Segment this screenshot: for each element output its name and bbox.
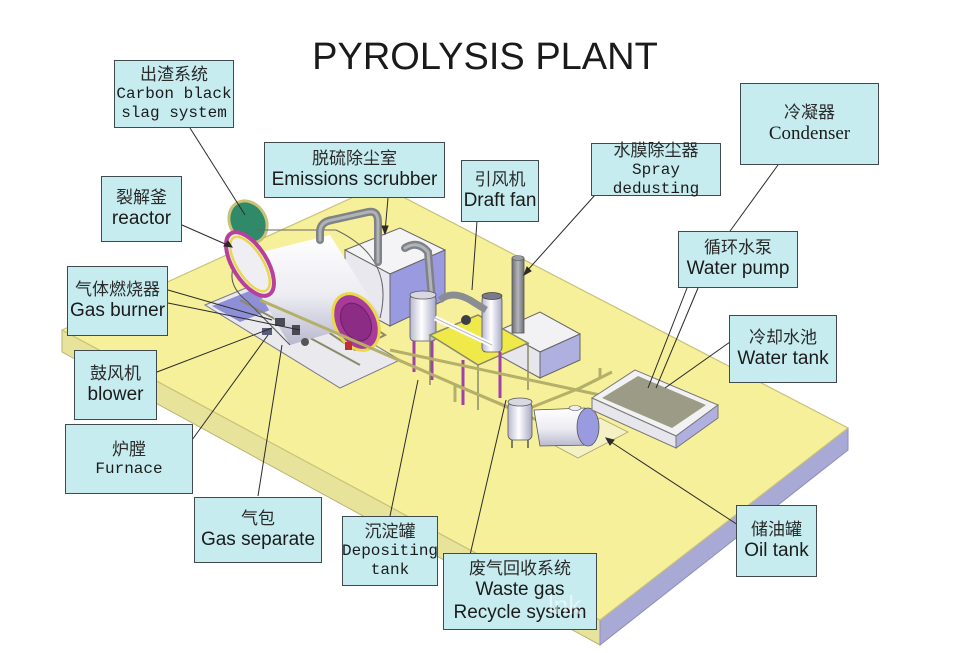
label-spray-dedusting: 水膜除尘器 Spray dedusting	[591, 140, 721, 198]
label-en: Spray dedusting	[612, 160, 700, 198]
label-en: Oil tank	[744, 539, 809, 561]
label-blower: 鼓风机 blower	[74, 350, 157, 420]
condenser-frame	[428, 291, 530, 410]
label-zh: 炉膛	[112, 439, 146, 460]
label-water-tank: 冷却水池 Water tank	[729, 315, 837, 383]
page-title: PYROLYSIS PLANT	[312, 36, 658, 78]
label-en: Emissions scrubber	[271, 168, 438, 190]
label-en: Draft fan	[463, 189, 537, 211]
label-en: Waste gas	[475, 579, 565, 601]
label-gas-burner: 气体燃烧器 Gas burner	[67, 266, 168, 336]
label-furnace: 炉膛 Furnace	[65, 424, 193, 494]
label-depositing-tank: 沉淀罐 Depositing tank	[342, 516, 438, 586]
label-en: Gas burner	[69, 299, 166, 321]
label-zh: 出渣系统	[140, 65, 208, 86]
label-zh: 废气回收系统	[469, 559, 571, 580]
water-tank	[590, 369, 720, 449]
label-en: slag system	[121, 104, 227, 123]
chimney	[511, 255, 525, 334]
label-zh: 鼓风机	[90, 363, 141, 384]
label-zh: 冷凝器	[784, 102, 835, 123]
label-carbon-black-slag-system: 出渣系统 Carbon black slag system	[114, 60, 234, 128]
label-en: Condenser	[768, 122, 851, 144]
label-reactor: 裂解釜 reactor	[101, 176, 182, 242]
label-zh: 脱硫除尘室	[312, 148, 397, 169]
label-zh: 气体燃烧器	[75, 279, 160, 300]
label-zh: 循环水泵	[704, 238, 772, 259]
label-draft-fan: 引风机 Draft fan	[461, 160, 539, 222]
label-waste-gas-recycle-system: 废气回收系统 Waste gas Recycle system	[443, 553, 597, 630]
label-en: reactor	[111, 207, 172, 229]
label-zh: 沉淀罐	[364, 522, 416, 543]
label-en: Depositing	[342, 542, 439, 561]
label-en: Furnace	[95, 459, 163, 478]
label-emissions-scrubber: 脱硫除尘室 Emissions scrubber	[264, 142, 445, 198]
label-en: Carbon black	[116, 85, 232, 104]
label-zh: 气包	[241, 508, 275, 529]
label-en: tank	[370, 561, 410, 580]
oil-tank	[533, 405, 629, 459]
label-zh: 水膜除尘器	[613, 140, 699, 161]
watermark: lnk	[548, 590, 582, 620]
label-zh: 冷却水池	[749, 327, 817, 348]
label-oil-tank: 储油罐 Oil tank	[736, 505, 817, 577]
label-water-pump: 循环水泵 Water pump	[678, 231, 798, 288]
label-en: Recycle system	[453, 601, 587, 623]
label-en: Water tank	[737, 347, 829, 369]
label-condenser: 冷凝器 Condenser	[740, 83, 879, 165]
gas-pipe	[316, 207, 436, 304]
label-zh: 引风机	[474, 169, 526, 190]
label-zh: 裂解釜	[116, 187, 167, 208]
label-zh: 储油罐	[751, 519, 802, 540]
label-en: blower	[87, 383, 144, 405]
waste-gas-vessel	[507, 397, 533, 448]
label-en: Gas separate	[200, 528, 316, 550]
leader-lines	[156, 127, 779, 556]
label-gas-separate: 气包 Gas separate	[194, 497, 322, 563]
label-en: Water pump	[686, 258, 790, 280]
